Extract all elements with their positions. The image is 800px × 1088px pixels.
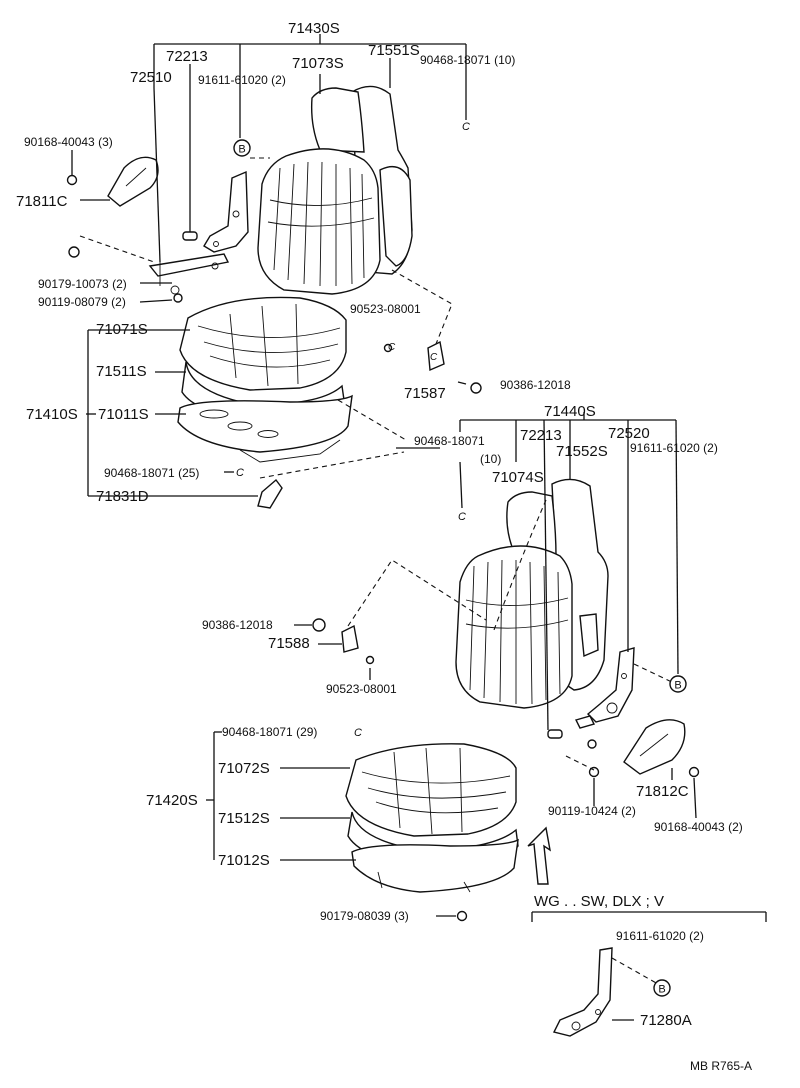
label-90386-12018-upper: 90386-12018 <box>500 378 571 392</box>
marker-b-3: B <box>653 979 671 997</box>
label-71074S: 71074S <box>492 469 544 486</box>
upper-pin-72213 <box>182 231 198 241</box>
marker-b-2-text: B <box>674 680 681 692</box>
lower-bolts <box>312 618 700 922</box>
label-71280A: 71280A <box>640 1012 692 1029</box>
label-90468-18071-25: 90468-18071 (25) <box>104 466 199 480</box>
label-90468-18071-10-upper: 90468-18071 (10) <box>420 53 515 67</box>
label-71552S: 71552S <box>556 443 608 460</box>
label-90179-08039-3: 90179-08039 (3) <box>320 909 409 923</box>
label-91611-61020-2-lower: 91611-61020 (2) <box>630 441 718 455</box>
upper-seat-cushion <box>177 296 353 463</box>
label-71587: 71587 <box>404 385 446 402</box>
lower-hinge-cover-71588 <box>341 624 359 653</box>
label-71512S: 71512S <box>218 810 270 827</box>
label-71011S: 71011S <box>98 406 149 423</box>
label-72213-upper: 72213 <box>166 48 208 65</box>
label-71420S: 71420S <box>146 792 198 809</box>
marker-c-3: C <box>458 511 466 523</box>
upper-shield-71811C <box>107 156 159 207</box>
label-71071S: 71071S <box>96 321 148 338</box>
label-71430S: 71430S <box>288 20 340 37</box>
marker-c-5: C <box>388 342 396 353</box>
marker-b-1-text: B <box>238 144 245 156</box>
label-71588: 71588 <box>268 635 310 652</box>
label-90386-12018-lower: 90386-12018 <box>202 618 273 632</box>
label-90119-08079-2: 90119-08079 (2) <box>38 295 126 309</box>
label-72213-lower: 72213 <box>520 427 562 444</box>
lower-arrow <box>527 826 551 885</box>
label-91611-61020-2-upper: 91611-61020 (2) <box>198 73 286 87</box>
marker-c-6: C <box>430 352 438 363</box>
marker-b-3-text: B <box>658 984 665 996</box>
label-71012S: 71012S <box>218 852 270 869</box>
label-71831D: 71831D <box>96 488 149 505</box>
label-72520: 72520 <box>608 425 650 442</box>
upper-leader-lines <box>71 34 467 497</box>
label-71811C: 71811C <box>16 193 68 210</box>
lower-pins <box>547 715 597 749</box>
marker-c-2: C <box>236 467 244 479</box>
label-90179-10073-2: 90179-10073 (2) <box>38 277 127 291</box>
footer-code: MB R765-A <box>690 1059 752 1073</box>
upper-hinge-bracket <box>203 170 249 253</box>
label-91611-61020-2-wg: 91611-61020 (2) <box>616 929 704 943</box>
label-90523-08001-lower: 90523-08001 <box>326 682 397 696</box>
label-71072S: 71072S <box>218 760 270 777</box>
label-71440S: 71440S <box>544 403 596 420</box>
label-wg-note: WG . . SW, DLX ; V <box>534 893 664 910</box>
upper-seat-back <box>257 85 413 295</box>
label-71410S: 71410S <box>26 406 78 423</box>
lower-leader-lines <box>206 412 697 917</box>
lower-hinge-bracket <box>586 647 635 723</box>
label-71812C: 71812C <box>636 783 689 800</box>
label-90468-18071-29: 90468-18071 (29) <box>222 725 317 739</box>
marker-c-1: C <box>462 121 470 133</box>
lower-seat-back <box>455 478 609 709</box>
label-90168-40043-2: 90168-40043 (2) <box>654 820 743 834</box>
label-10: (10) <box>480 452 501 466</box>
upper-bolts <box>66 174 482 394</box>
label-71551S: 71551S <box>368 42 420 59</box>
upper-seat-rail <box>148 253 230 295</box>
wg-bracket-group <box>531 911 767 1037</box>
upper-side-cover-71831D <box>257 478 283 509</box>
label-90119-10424-2: 90119-10424 (2) <box>548 804 636 818</box>
lower-seat-cushion <box>345 743 519 893</box>
label-90523-08001-upper: 90523-08001 <box>350 302 421 316</box>
marker-b-1: B <box>233 139 251 157</box>
marker-b-2: B <box>669 675 687 693</box>
label-71511S: 71511S <box>96 363 147 380</box>
label-72510: 72510 <box>130 69 172 86</box>
label-71073S: 71073S <box>292 55 344 72</box>
lower-shield-71812C <box>623 719 686 775</box>
label-90168-40043-3: 90168-40043 (3) <box>24 135 113 149</box>
marker-c-4: C <box>354 727 362 739</box>
label-90468-18071-lower: 90468-18071 <box>414 434 485 448</box>
